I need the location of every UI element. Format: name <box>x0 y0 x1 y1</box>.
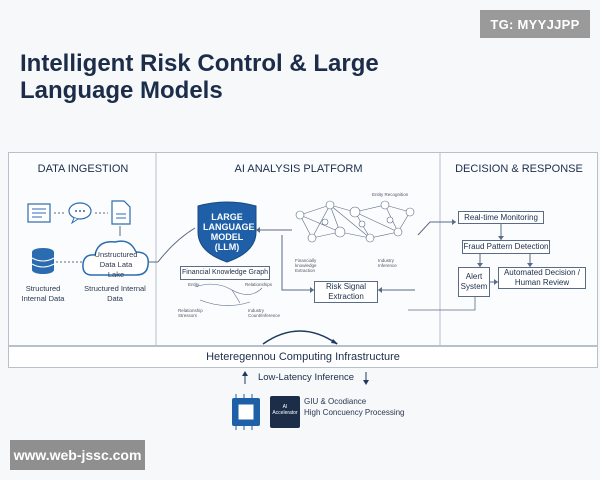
kg-node-entity: Entity <box>188 282 200 287</box>
risk-signal-label: Risk Signal Extraction <box>325 282 366 301</box>
latency-label: Low-Latency Inference <box>257 372 355 383</box>
kg-node-stressors: Relationship Stressors <box>178 308 203 318</box>
chat-bubble-icon <box>68 202 92 225</box>
database-label: Structured Internal Data <box>21 284 65 303</box>
watermark-top: TG: MYYJJPP <box>480 10 590 38</box>
llm-label: LARGE LANGUAGE MODEL (LLM) <box>203 212 255 252</box>
knowledge-graph-box: Financial Knowledge Graph <box>180 266 270 280</box>
panel-title-decision: DECISION & RESPONSE <box>455 163 583 175</box>
automated-box: Automated Decision / Human Review <box>498 267 586 289</box>
knowledge-graph-lines <box>194 283 263 306</box>
alert-label: Alert System <box>460 272 488 291</box>
ai-chip-icon <box>270 396 300 428</box>
monitoring-label: Real-time Monitoring <box>464 212 538 222</box>
kg-node-relationships: Relationships <box>245 282 273 287</box>
risk-signal-box: Risk Signal Extraction <box>314 281 378 303</box>
ai-chip-label: AI Accelerator <box>272 404 298 416</box>
processing-label-1: GIU & Ocodiance <box>304 397 367 406</box>
network-label-extraction: Financially knowledge Extraction <box>295 258 317 273</box>
knowledge-graph-title: Financial Knowledge Graph <box>182 269 268 276</box>
infrastructure-label: Heteregennou Computing Infrastructure <box>206 351 400 363</box>
cloud-label: Unstructured Data Lata Lake <box>94 250 138 279</box>
network-label-entity: Entity Recognition <box>372 192 409 197</box>
fraud-box: Fraud Pattern Detection <box>462 240 550 254</box>
panel-title-ingestion: DATA INGESTION <box>37 163 129 175</box>
cpu-chip-icon <box>232 394 260 430</box>
network-graph <box>295 200 415 243</box>
page-title: Intelligent Risk Control & Large Languag… <box>20 50 379 104</box>
panel-title-analysis: AI ANALYSIS PLATFORM <box>234 163 363 175</box>
cloud-icon <box>82 240 149 276</box>
network-label-industry: Industry Inference <box>378 258 397 268</box>
watermark-bottom: www.web-jssc.com <box>10 440 145 470</box>
file-icon <box>111 200 131 225</box>
infrastructure-bar: Heteregennou Computing Infrastructure <box>8 346 598 368</box>
processing-label-2: High Concuency Processing <box>304 408 405 417</box>
document-icon <box>27 203 51 223</box>
llm-shield-icon <box>197 201 257 263</box>
alert-box: Alert System <box>458 267 490 297</box>
kg-node-industry: Industry Count/Inference <box>248 308 281 318</box>
fraud-label: Fraud Pattern Detection <box>463 242 549 251</box>
cloud-caption: Structured Internal Data <box>84 284 146 303</box>
monitoring-box: Real-time Monitoring <box>458 211 544 224</box>
database-icon <box>31 248 55 274</box>
automated-label: Automated Decision / Human Review <box>503 268 581 287</box>
